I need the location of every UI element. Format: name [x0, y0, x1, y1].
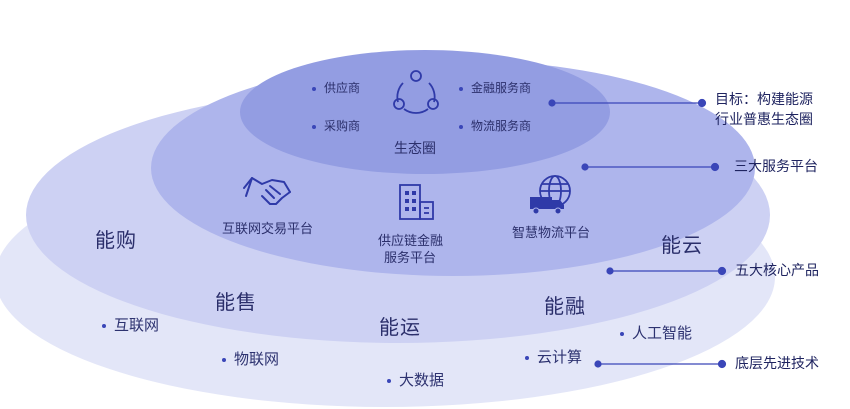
platform-finance-label-line2: 服务平台: [384, 251, 437, 266]
platform-logistics-label: 智慧物流平台: [512, 226, 591, 241]
product-buy: 能购: [95, 228, 137, 252]
tech-ai: 人工智能: [620, 322, 692, 343]
callout-tech: 底层先进技术: [735, 356, 819, 372]
callout-products: 五大核心产品: [735, 263, 819, 279]
connector-products: [606, 266, 727, 276]
globe-truck-icon: [530, 175, 571, 215]
handshake-icon: [243, 177, 291, 205]
connector-goal: [548, 98, 707, 108]
connector-services: [581, 162, 720, 172]
bullet-dot: [102, 323, 106, 328]
eco-item-logistics: 物流服务商: [459, 117, 531, 134]
bullet-dot: [620, 331, 624, 336]
eco-item-finance: 金融服务商: [459, 79, 531, 96]
product-cloud: 能云: [661, 233, 703, 257]
product-sell: 能售: [215, 290, 257, 314]
ecosystem-cycle-icon: [393, 70, 439, 114]
bullet-dot: [459, 124, 463, 129]
eco-title: 生态圈: [394, 141, 436, 157]
product-transport: 能运: [379, 315, 421, 339]
tech-bigdata: 大数据: [387, 369, 444, 390]
callout-goal-line2: 行业普惠生态圈: [715, 112, 813, 128]
eco-item-buyer: 采购商: [312, 117, 360, 134]
callout-goal-line1: 目标：构建能源: [715, 92, 813, 108]
bullet-dot: [312, 86, 316, 91]
product-finance: 能融: [544, 294, 586, 318]
tech-internet: 互联网: [102, 314, 159, 335]
bullet-dot: [525, 355, 529, 360]
bullet-dot: [222, 357, 226, 362]
callout-services: 三大服务平台: [734, 159, 818, 175]
tech-cloud-computing: 云计算: [525, 346, 582, 367]
bullet-dot: [387, 378, 391, 383]
ring-ecosystem: [240, 50, 610, 174]
connector-tech: [594, 359, 727, 369]
platform-trade-label: 互联网交易平台: [222, 222, 314, 237]
eco-item-supplier: 供应商: [312, 79, 360, 96]
tech-iot: 物联网: [222, 348, 279, 369]
building-icon: [399, 184, 434, 220]
bullet-dot: [312, 124, 316, 129]
platform-finance-label-line1: 供应链金融: [378, 234, 444, 249]
bullet-dot: [459, 86, 463, 91]
